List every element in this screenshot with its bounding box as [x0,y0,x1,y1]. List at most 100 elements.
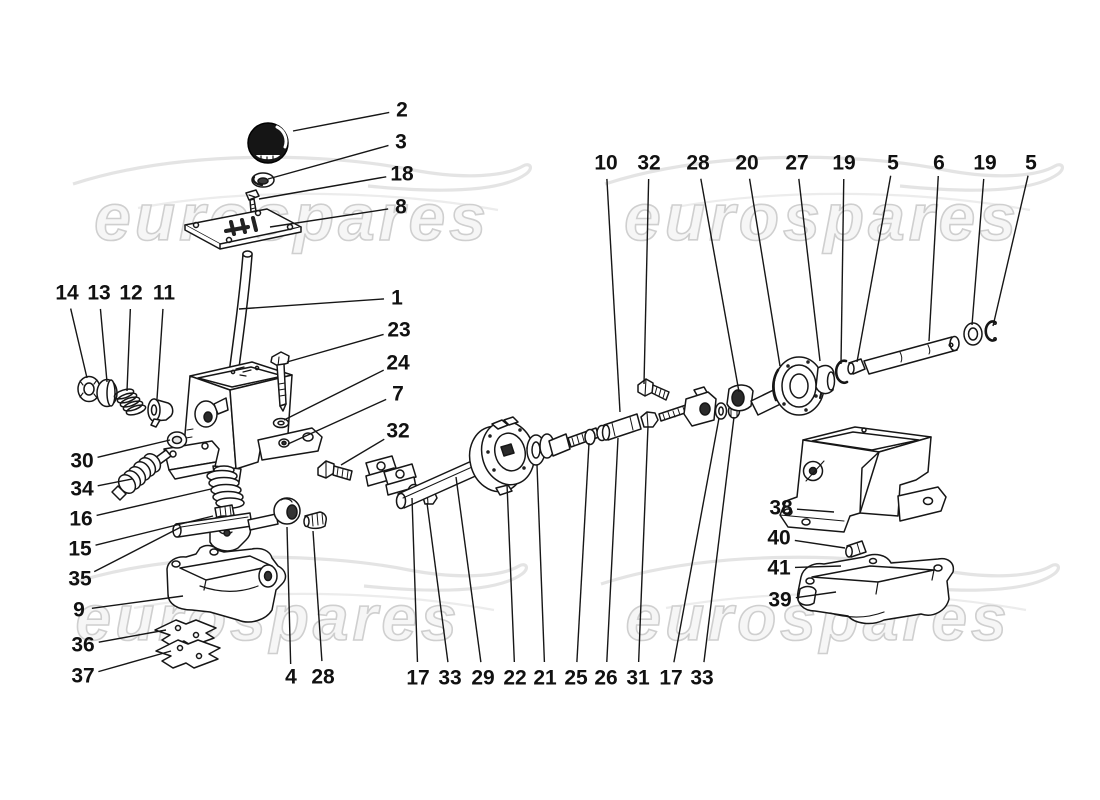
leader-line-36-19 [98,629,167,643]
lever-spring-drawing [206,465,245,509]
leader-line-18-2 [258,176,387,200]
leader-line-11-12 [156,308,164,400]
gear-knob-drawing [247,122,289,164]
bolt-washer-drawing [272,417,290,429]
part-number-label-28: 28 [686,152,710,175]
shaft-bracket-drawing [365,455,417,496]
part-number-label-7: 7 [392,383,404,406]
part-number-label-41: 41 [767,557,791,580]
leader-line-12-11 [126,308,132,392]
leader-line-39-46 [795,591,837,599]
circlip-drawing [834,359,849,384]
part-number-label-40: 40 [767,527,790,550]
rod-circlip-drawing [984,320,997,342]
cup-washer-drawing [96,378,118,408]
part-number-label-38: 38 [769,497,793,520]
leader-line-25-38 [576,442,590,663]
part-number-label-10: 10 [594,152,617,175]
screw-drawing [245,189,260,213]
part-number-label-32: 32 [386,420,409,443]
shift-gate-plate-drawing [184,208,302,250]
leader-line-35-17 [93,526,182,573]
watermark-text: eurospares [94,180,490,254]
leader-line-10-23 [606,178,621,413]
part-number-label-19: 19 [973,152,996,175]
support-bushing-drawing [845,540,867,558]
leader-line-26-39 [606,437,619,663]
part-number-label-9: 9 [73,599,85,622]
leader-line-28-25 [700,178,740,393]
leader-line-4-21 [286,526,292,665]
part-number-label-3: 3 [395,131,407,154]
part-number-label-26: 26 [594,667,617,690]
lower-support-cover-drawing [796,553,955,625]
leader-line-5-32 [992,175,1029,327]
part-number-label-23: 23 [387,319,410,342]
part-number-label-21: 21 [533,667,557,690]
part-number-label-33: 33 [690,667,713,690]
part-number-label-18: 18 [390,163,414,186]
part-number-label-30: 30 [70,450,93,473]
leader-line-29-35 [455,476,482,663]
leader-line-14-9 [69,308,88,379]
part-number-label-16: 16 [69,508,92,531]
leader-line-15-16 [95,515,214,546]
detent-spring-drawing [113,388,147,416]
leader-line-20-26 [748,178,781,367]
leader-line-33-34 [426,502,449,663]
part-number-label-17: 17 [659,667,682,690]
leader-line-19-31 [971,178,985,326]
leader-line-22-36 [506,483,516,663]
leader-line-17-33 [411,497,419,663]
mount-cup-drawing [815,364,836,395]
housing-bolt-drawing [270,351,290,412]
part-number-label-22: 22 [503,667,526,690]
part-number-label-19: 19 [832,152,855,175]
leader-line-28-22 [312,530,323,662]
part-number-label-31: 31 [626,667,650,690]
part-number-label-5: 5 [1025,152,1037,175]
leader-line-7-7 [287,398,387,445]
part-number-label-39: 39 [768,589,791,612]
leader-line-24-6 [283,369,385,421]
part-number-label-8: 8 [395,196,407,219]
lower-housing-drawing [166,544,287,623]
knob-ring-drawing [251,172,275,188]
part-number-label-24: 24 [386,352,410,375]
boot-bushing-drawing [726,384,754,412]
leader-line-6-30 [928,175,939,342]
leader-line-38-43 [796,508,835,513]
part-number-label-15: 15 [68,538,92,561]
part-number-label-2: 2 [396,99,408,122]
leader-line-21-37 [536,464,546,663]
part-number-label-35: 35 [68,568,92,591]
leader-line-19-28 [840,178,845,365]
clevis-drawing [683,386,717,427]
gasket-shim-2-drawing [155,639,221,669]
mount-bolt-left-drawing [317,460,353,481]
leader-line-16-15 [96,488,212,517]
part-number-label-11: 11 [153,282,176,305]
part-number-label-37: 37 [71,665,94,688]
part-number-label-32: 32 [637,152,660,175]
part-number-label-25: 25 [564,667,588,690]
leader-line-31-40 [637,425,649,663]
leader-line-32-24 [643,178,650,385]
part-number-label-28: 28 [311,666,335,689]
leader-line-34-14 [97,478,133,487]
part-number-label-34: 34 [70,478,94,501]
leader-line-30-13 [97,439,171,458]
leader-line-13-10 [99,308,108,383]
gasket-shim-drawing [154,619,217,647]
cable-spacer-drawing [601,413,642,441]
leader-line-9-18 [91,595,184,609]
leader-line-27-27 [798,178,821,362]
part-number-label-1: 1 [391,287,403,310]
part-number-label-5: 5 [887,152,899,175]
ball-joint-drawing [273,497,301,525]
bushing-ring-drawing [166,431,188,449]
shaft-flange-drawing [468,416,536,496]
leader-line-23-5 [286,333,384,363]
leader-line-3-1 [267,144,389,180]
